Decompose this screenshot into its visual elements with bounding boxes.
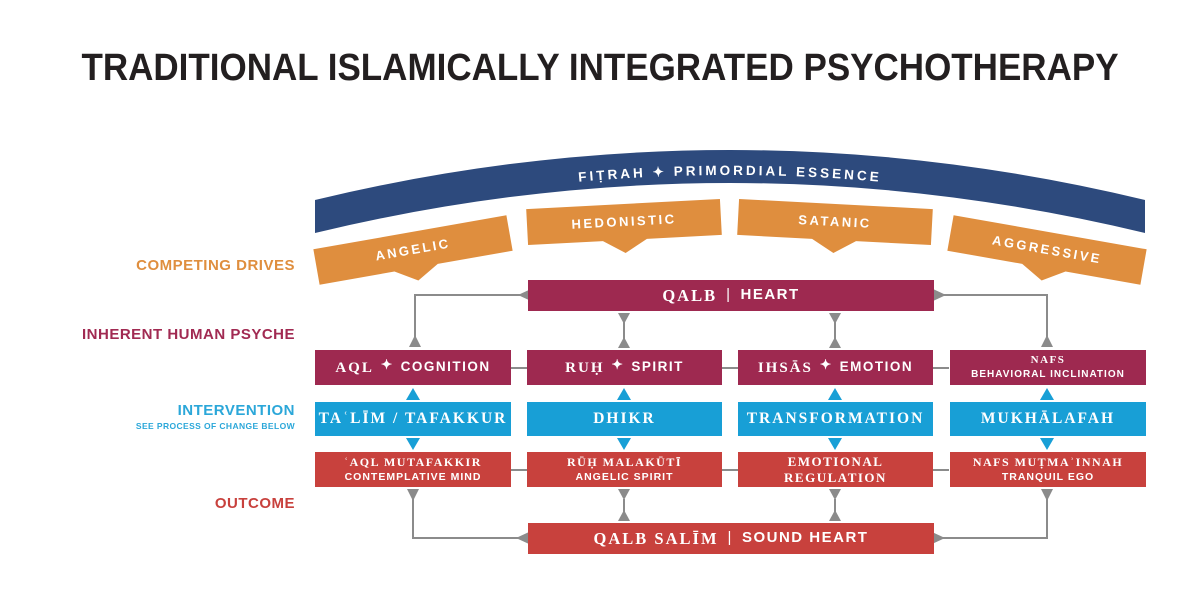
row-label-outcome: OUTCOME [214,495,295,512]
row-label-inherent-human-psyche: INHERENT HUMAN PSYCHE [81,326,295,343]
qalb-salim-english: SOUND HEART [741,529,869,547]
drive-label-satanic: SATANIC [798,212,872,231]
box-transformation: TRANSFORMATION [738,402,933,436]
dhikr-label: DHIKR [593,409,656,427]
box-qalb-heart: QALB | HEART [528,280,934,311]
ruh-malakuti-arabic: RŪḤ MALAKŪTĪ [566,455,682,469]
drive-ribbon-aggressive: AGGRESSIVE [947,215,1147,285]
box-aql-cognition: AQL ✦ COGNITION [315,350,511,385]
qalb-salim-divider: | [727,529,733,547]
aql-mutafakkir-english: CONTEMPLATIVE MIND [344,471,482,484]
aql-arabic: AQL [335,359,374,376]
qalb-heart-arabic: QALB [662,285,718,305]
diamond-icon: ✦ [819,357,833,373]
box-nafs-mutmainnah: NAFS MUṬMAʾINNAH TRANQUIL EGO [950,452,1146,487]
diamond-icon: ✦ [611,357,625,373]
row-label-competing-drives: COMPETING DRIVES [136,257,295,274]
diamond-icon: ✦ [380,357,394,373]
drive-label-hedonistic: HEDONISTIC [571,211,677,231]
box-talim-tafakkur: TAʿLĪM / TAFAKKUR [315,402,511,436]
ihsas-english: EMOTION [839,359,914,375]
emotional-regulation-label: EMOTIONAL REGULATION [784,453,887,485]
box-ihsas-emotion: IHSĀS ✦ EMOTION [738,350,933,385]
page-title: TRADITIONAL ISLAMICALLY INTEGRATED PSYCH… [81,46,1119,89]
box-aql-mutafakkir: ʿAQL MUTAFAKKIR CONTEMPLATIVE MIND [315,452,511,487]
fitrah-arc: FIṬRAH ✦ PRIMORDIAL ESSENCE [315,150,1145,233]
transformation-label: TRANSFORMATION [746,409,925,427]
nafs-arabic: NAFS [1030,353,1066,366]
blue-arrows [406,388,1054,450]
nafs-mutmainnah-arabic: NAFS MUṬMAʾINNAH [972,455,1124,469]
row-label-intervention-note: SEE PROCESS OF CHANGE BELOW [135,421,295,431]
gray-connectors [407,289,1053,544]
box-dhikr: DHIKR [527,402,722,436]
drive-ribbon-hedonistic: HEDONISTIC [526,198,722,253]
ruh-malakuti-english: ANGELIC SPIRIT [575,471,674,484]
fitrah-arc-label: FIṬRAH ✦ PRIMORDIAL ESSENCE [578,163,883,185]
talim-label: TAʿLĪM / TAFAKKUR [318,409,508,427]
row-label-intervention: INTERVENTION [177,402,295,419]
box-nafs-behavioral-inclination: NAFS BEHAVIORAL INCLINATION [950,350,1146,385]
ruh-english: SPIRIT [631,359,684,375]
ihsas-arabic: IHSĀS [757,359,813,376]
box-qalb-salim-sound-heart: QALB SALĪM | SOUND HEART [528,523,934,554]
ruh-arabic: RUḤ [565,359,605,376]
drive-ribbon-satanic: SATANIC [737,198,933,253]
qalb-heart-divider: | [726,286,732,304]
aql-mutafakkir-arabic: ʿAQL MUTAFAKKIR [344,455,482,469]
qalb-heart-english: HEART [740,286,800,304]
box-emotional-regulation: EMOTIONAL REGULATION [738,452,933,487]
aql-english: COGNITION [400,359,491,375]
nafs-mutmainnah-english: TRANQUIL EGO [1001,471,1095,484]
nafs-english: BEHAVIORAL INCLINATION [971,369,1125,381]
mukhalafah-label: MUKHĀLAFAH [980,409,1116,427]
box-mukhalafah: MUKHĀLAFAH [950,402,1146,436]
qalb-salim-arabic: QALB SALĪM [593,528,719,548]
box-ruh-malakuti: RŪḤ MALAKŪTĪ ANGELIC SPIRIT [527,452,722,487]
box-ruh-spirit: RUḤ ✦ SPIRIT [527,350,722,385]
drive-ribbon-angelic: ANGELIC [313,215,513,285]
